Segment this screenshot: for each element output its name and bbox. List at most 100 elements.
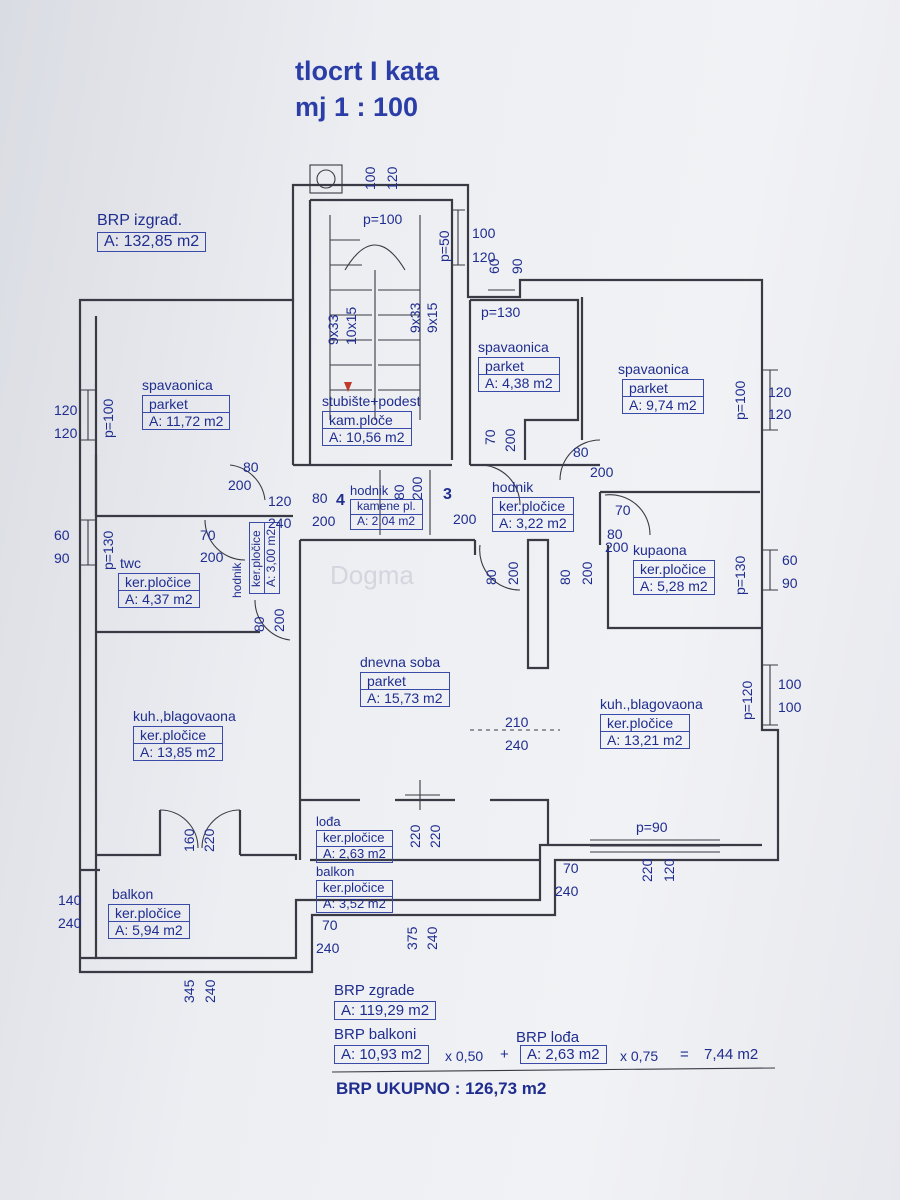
room-box-kuh-right: ker.pločice A: 13,21 m2 bbox=[600, 714, 690, 750]
chimney bbox=[309, 164, 343, 194]
dim-label: 375 bbox=[404, 926, 420, 950]
room-name-twc: twc bbox=[120, 555, 141, 571]
dim-label: 100 bbox=[778, 676, 802, 692]
dim-label: 240 bbox=[555, 883, 579, 899]
dim-label: p=100 bbox=[100, 398, 116, 438]
dim-label: p=130 bbox=[100, 530, 116, 570]
room-name-balkon-left: balkon bbox=[112, 886, 154, 902]
kitchen-left-walls bbox=[96, 810, 298, 860]
dim-label: p=90 bbox=[636, 819, 668, 835]
dim-label: 240 bbox=[202, 979, 218, 1003]
section-mark-4: 4 bbox=[336, 492, 345, 509]
room-floor: ker.pločice bbox=[640, 561, 707, 577]
dim-label: 90 bbox=[54, 550, 70, 566]
corridor-walls bbox=[293, 300, 600, 860]
room-name-hodnik-center: hodnik bbox=[350, 483, 389, 498]
dim-label: p=100 bbox=[732, 380, 748, 420]
brp-izgradjeno-area: A: 132,85 m2 bbox=[97, 232, 207, 253]
room-box-dnevna: parket A: 15,73 m2 bbox=[360, 672, 450, 708]
door-swing-mid bbox=[479, 544, 521, 591]
room-box-twc: ker.pločice A: 4,37 m2 bbox=[118, 573, 200, 609]
dim-label: 200 bbox=[409, 476, 425, 500]
room-name-spavaonica-right: spavaonica bbox=[618, 361, 689, 377]
room-name-kupaona: kupaona bbox=[633, 542, 687, 558]
room-box-spavaonica-left: parket A: 11,72 m2 bbox=[142, 395, 231, 431]
room-floor: ker.pločice bbox=[249, 530, 263, 587]
dim-label: 200 bbox=[590, 464, 614, 480]
dim-label: 200 bbox=[312, 513, 336, 529]
dim-label: 80 bbox=[607, 526, 623, 542]
dim-label: 240 bbox=[424, 926, 440, 950]
dim-label: 120 bbox=[54, 425, 78, 441]
room-area: A: 10,56 m2 bbox=[323, 428, 411, 445]
window-right-3 bbox=[762, 664, 778, 726]
room-box-kuh-left: ker.pločice A: 13,85 m2 bbox=[133, 726, 223, 762]
dim-label: p=100 bbox=[363, 211, 403, 227]
room-area: A: 11,72 m2 bbox=[143, 412, 230, 429]
brp-zgrade-area: A: 119,29 m2 bbox=[341, 1002, 430, 1019]
room-area: A: 13,85 m2 bbox=[134, 743, 222, 760]
window-left-2 bbox=[80, 519, 96, 566]
dim-label: 70 bbox=[322, 917, 338, 933]
room-name-hodnik-right: hodnik bbox=[492, 479, 534, 495]
room-area: A: 4,37 m2 bbox=[119, 590, 199, 607]
room-floor: kamene pl. bbox=[357, 499, 416, 513]
room-area: A: 3,22 m2 bbox=[493, 514, 573, 531]
summary-result: 7,44 m2 bbox=[704, 1046, 759, 1063]
plan-scale: mj 1 : 100 bbox=[295, 92, 419, 122]
room-floor: ker.pločice bbox=[323, 880, 385, 895]
chimney-flue bbox=[316, 169, 336, 189]
dim-label: 240 bbox=[268, 515, 292, 531]
dim-label: 120 bbox=[384, 166, 400, 190]
room-area: A: 5,94 m2 bbox=[109, 921, 189, 938]
dim-label: 220 bbox=[407, 824, 423, 848]
outer-wall bbox=[78, 183, 780, 974]
dim-label: 70 bbox=[200, 527, 216, 543]
dim-label: 120 bbox=[472, 249, 496, 265]
dim-label: 80 bbox=[251, 616, 267, 632]
room-area: A: 2,04 m2 bbox=[351, 513, 422, 529]
room-floor: ker.pločice bbox=[323, 830, 385, 845]
room-name-dnevna: dnevna soba bbox=[360, 654, 441, 670]
door-swing-low bbox=[254, 599, 291, 641]
plus-sign: + bbox=[500, 1046, 509, 1063]
dim-label: 120 bbox=[768, 406, 792, 422]
dim-label: 140 bbox=[58, 892, 82, 908]
equals-sign: = bbox=[680, 1046, 689, 1063]
factor-lodja: x 0,75 bbox=[620, 1048, 659, 1064]
dim-label: 160 bbox=[181, 828, 197, 852]
right-bedroom-walls bbox=[580, 297, 760, 545]
dim-label: 70 bbox=[563, 860, 579, 876]
dim-label: 200 bbox=[502, 428, 518, 452]
dim-label: 200 bbox=[579, 561, 595, 585]
factor-balkoni: x 0,50 bbox=[445, 1048, 484, 1064]
room-box-lodja: ker.pločice A: 2,63 m2 bbox=[316, 830, 393, 863]
dim-label: 200 bbox=[228, 477, 252, 493]
window-right-1 bbox=[762, 369, 778, 431]
dim-label: 210 bbox=[505, 714, 529, 730]
dim-label: 9x33 bbox=[325, 314, 341, 345]
dim-label: 80 bbox=[483, 569, 499, 585]
room-name-balkon-center: balkon bbox=[316, 864, 355, 879]
bathroom-walls bbox=[606, 545, 762, 630]
room-name-spavaonica-left: spavaonica bbox=[142, 377, 213, 393]
dim-label: 200 bbox=[200, 549, 224, 565]
window-left-1 bbox=[80, 389, 96, 441]
room-box-kupaona: ker.pločice A: 5,28 m2 bbox=[633, 560, 715, 596]
room-floor: ker.pločice bbox=[115, 905, 182, 921]
brp-balkoni-area: A: 10,93 m2 bbox=[341, 1046, 422, 1063]
room-name-kuh-left: kuh.,blagovaona bbox=[133, 708, 236, 724]
room-name-hodnik-left: hodnik bbox=[230, 562, 244, 598]
dim-label: 120 bbox=[268, 493, 292, 509]
dim-label: 90 bbox=[782, 575, 798, 591]
loggia-walls bbox=[300, 798, 550, 862]
dim-label: 80 bbox=[557, 569, 573, 585]
room-floor: ker.pločice bbox=[499, 498, 566, 514]
room-box-balkon-left: ker.pločice A: 5,94 m2 bbox=[108, 904, 190, 940]
dim-label: 80 bbox=[243, 459, 259, 475]
balcony-left-walls bbox=[80, 868, 100, 960]
dim-label: 200 bbox=[605, 539, 629, 555]
room-area: A: 4,38 m2 bbox=[479, 374, 559, 391]
room-area: A: 3,00 m2 bbox=[263, 522, 279, 593]
